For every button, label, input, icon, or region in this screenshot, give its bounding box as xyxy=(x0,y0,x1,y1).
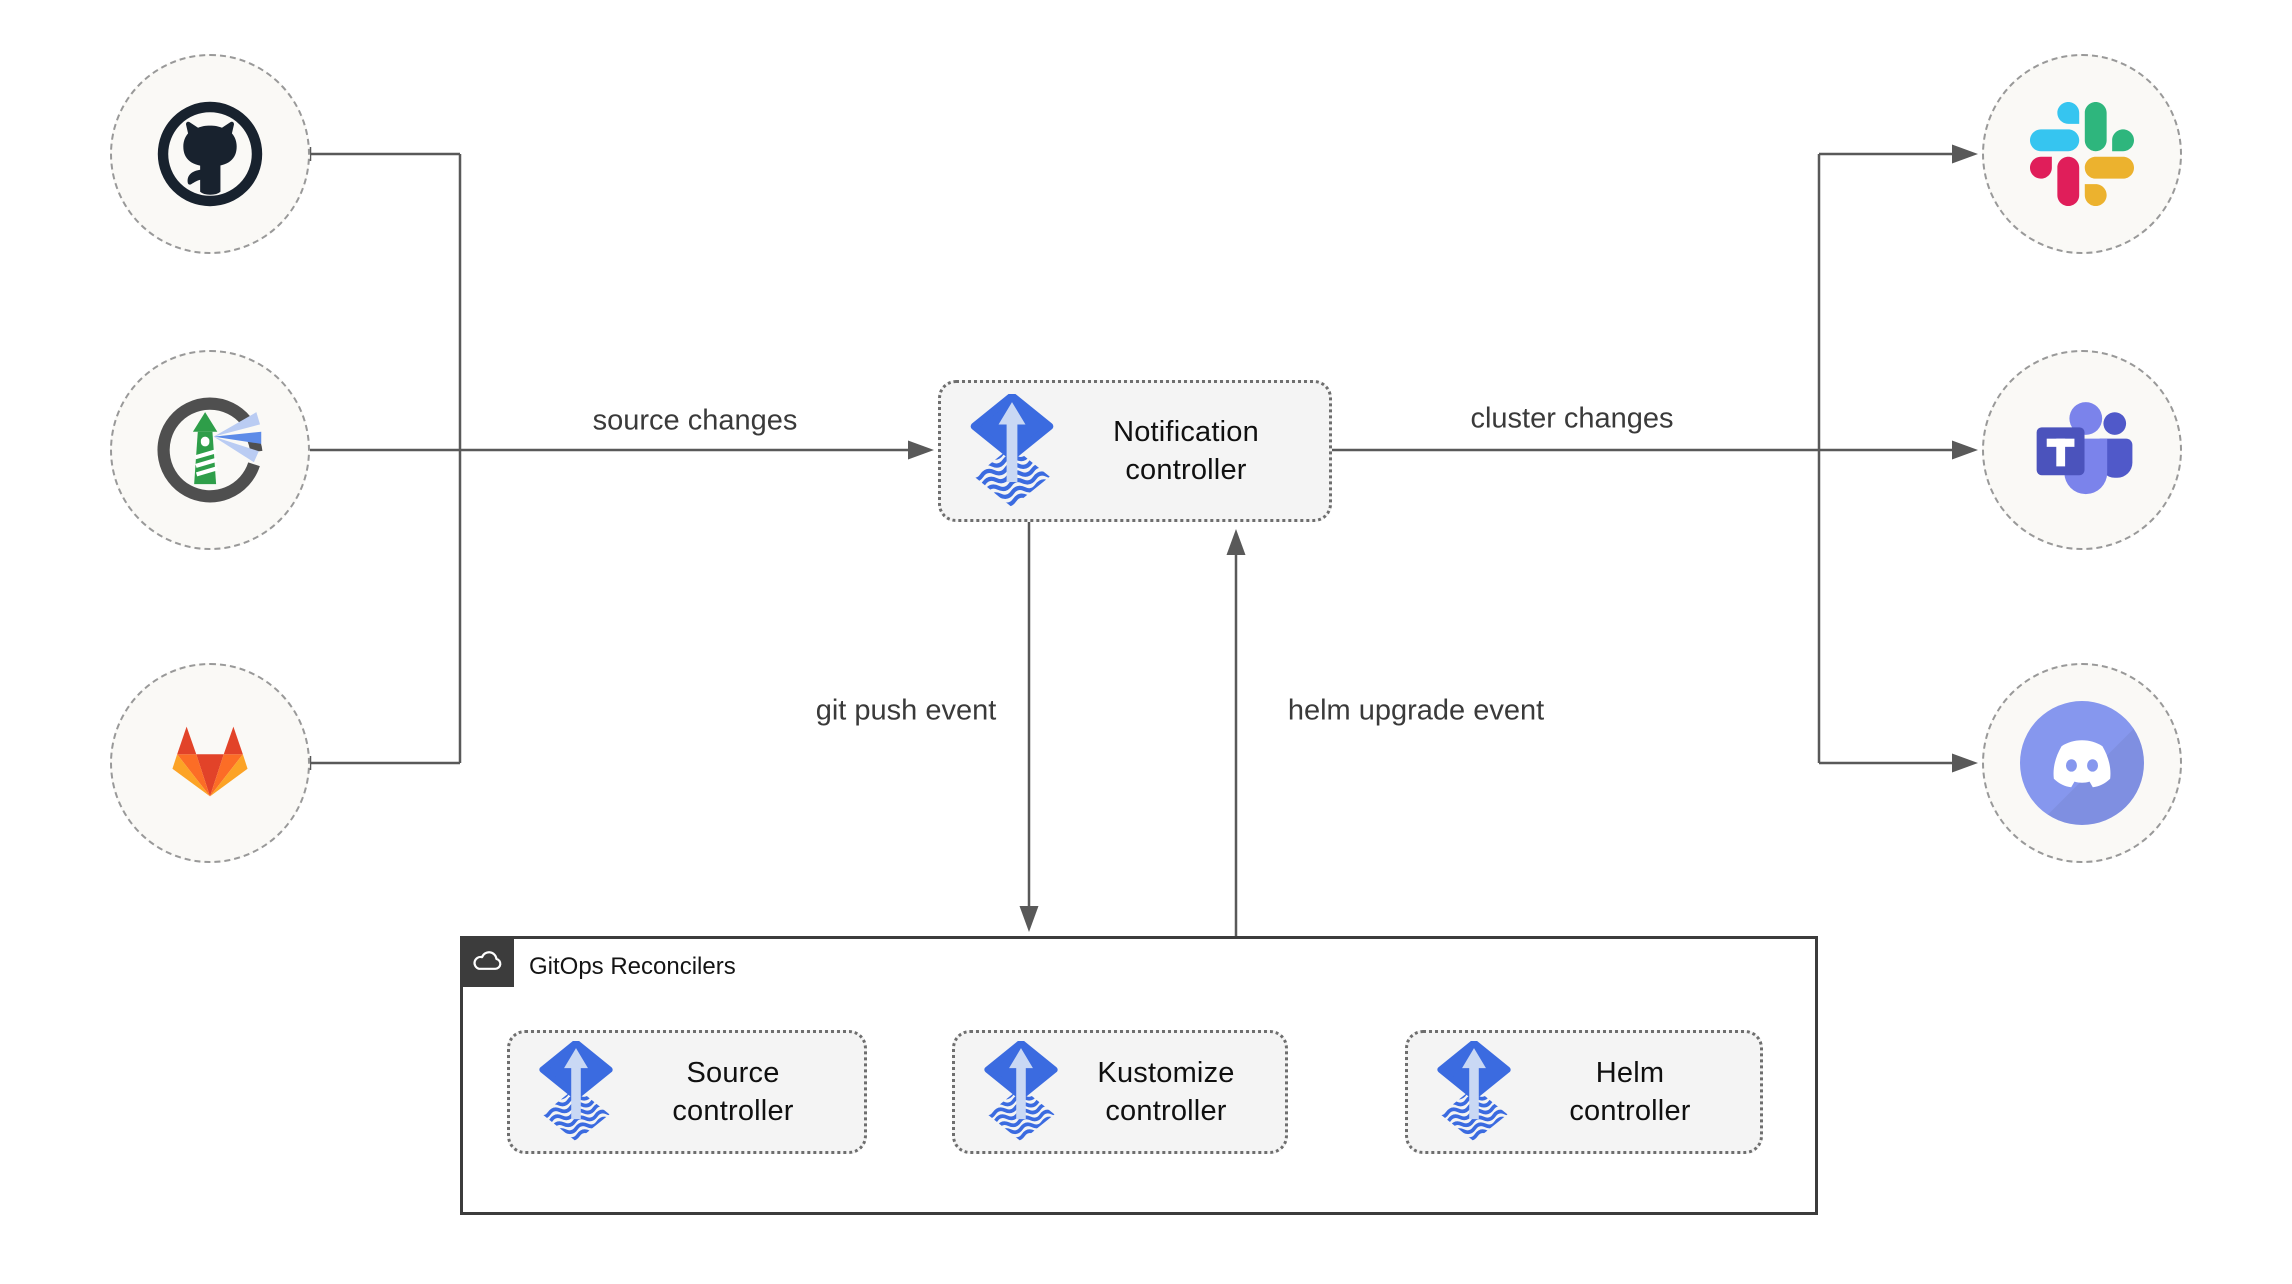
kustomize-controller-line2: controller xyxy=(1105,1095,1227,1127)
helm-controller-label: Helm controller xyxy=(1514,1054,1746,1130)
harbor-node xyxy=(110,350,310,550)
gitops-reconcilers-container: GitOps Reconcilers Source controller Kus… xyxy=(460,936,1818,1215)
helm-controller-line2: controller xyxy=(1569,1095,1691,1127)
harbor-icon xyxy=(149,389,271,511)
gitlab-node xyxy=(110,663,310,863)
slack-icon xyxy=(2030,102,2134,206)
source-controller-line1: Source xyxy=(686,1057,780,1089)
source-controller-line2: controller xyxy=(672,1095,794,1127)
kustomize-controller-line1: Kustomize xyxy=(1097,1057,1235,1089)
edge-label-cluster-changes: cluster changes xyxy=(1470,402,1674,435)
microsoft-teams-icon xyxy=(2019,387,2145,513)
notification-controller-label: Notification controller xyxy=(1057,413,1315,489)
edge-label-git-push-event: git push event xyxy=(815,694,997,727)
cloud-icon xyxy=(466,942,508,982)
github-icon xyxy=(152,96,268,212)
slack-node xyxy=(1982,54,2182,254)
discord-icon xyxy=(2020,701,2144,825)
source-controller-label: Source controller xyxy=(616,1054,850,1130)
microsoft-teams-node xyxy=(1982,350,2182,550)
flux-icon xyxy=(967,394,1057,509)
gitlab-icon xyxy=(147,703,273,823)
helm-controller-line1: Helm xyxy=(1595,1057,1665,1089)
edge-label-source-changes: source changes xyxy=(592,404,798,437)
reconcilers-badge xyxy=(460,936,514,987)
discord-node xyxy=(1982,663,2182,863)
edge-label-helm-upgrade-event: helm upgrade event xyxy=(1287,694,1545,727)
helm-controller-box: Helm controller xyxy=(1405,1030,1763,1154)
source-controller-box: Source controller xyxy=(507,1030,867,1154)
notification-controller-box: Notification controller xyxy=(938,380,1332,522)
flux-icon xyxy=(981,1041,1061,1143)
flux-icon xyxy=(536,1041,616,1143)
reconcilers-title: GitOps Reconcilers xyxy=(529,953,736,980)
notification-controller-line2: controller xyxy=(1125,454,1247,486)
kustomize-controller-label: Kustomize controller xyxy=(1061,1054,1271,1130)
kustomize-controller-box: Kustomize controller xyxy=(952,1030,1288,1154)
notification-controller-line1: Notification xyxy=(1113,416,1259,448)
flux-icon xyxy=(1434,1041,1514,1143)
github-node xyxy=(110,54,310,254)
